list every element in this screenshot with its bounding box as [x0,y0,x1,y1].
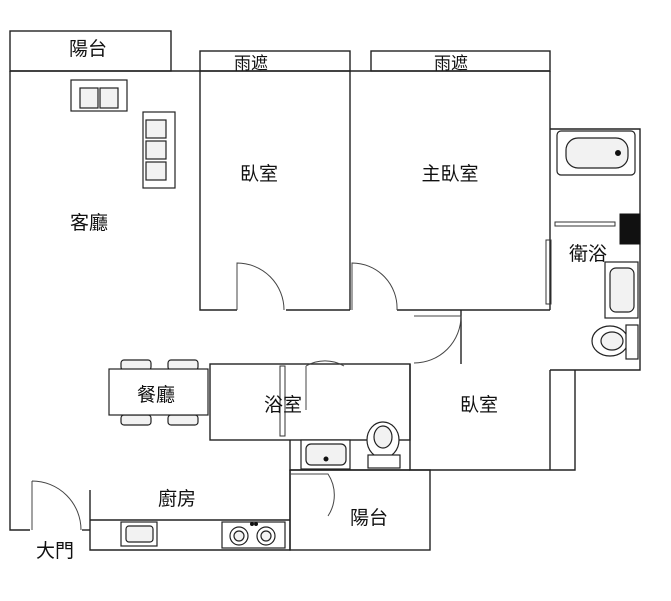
label-main-door: 大門 [36,540,74,562]
balcony-bottom-outline [289,469,431,551]
room-labels: 陽台 雨遮 雨遮 客廳 臥室 主臥室 衛浴 餐廳 浴室 臥室 廚房 陽台 大門 [36,38,607,562]
rain-shelter-1-outline [199,50,351,72]
toilet-tank [367,454,401,469]
sink-basin [609,267,635,313]
bathroom1-door [305,360,345,410]
knob-icon [254,522,258,526]
master-door [351,262,398,311]
sofa-seat-2 [145,140,167,160]
armchair-cushion-left [79,87,99,109]
toilet-tank [625,324,639,360]
walls [9,30,641,551]
living-left-wall [9,71,30,531]
burner-inner [233,530,245,542]
toilet-bowl [373,425,393,449]
main-door-swing [31,480,82,531]
label-bathroom-1: 浴室 [264,394,302,416]
burner-inner [260,530,272,542]
sofa-seat-3 [145,161,167,181]
balcony-door [290,473,335,517]
bathtub-drain-icon [615,150,621,156]
doors [31,221,616,531]
label-kitchen: 廚房 [158,487,196,510]
label-living-room: 客廳 [70,212,108,234]
label-bathroom-2: 衛浴 [569,243,607,265]
sofa-seat-1 [145,119,167,139]
toilet-bowl [600,331,624,351]
kitchen-sink-basin [125,525,154,543]
label-balcony-top: 陽台 [69,38,107,60]
ensuite-bar [554,221,616,227]
bathroom2-outline [550,128,641,371]
ensuite-door-frame [545,239,552,305]
water-heater-icon [619,213,641,245]
armchair-cushion-right [99,87,119,109]
faucet-icon [323,456,329,462]
label-master-bedroom: 主臥室 [421,163,478,185]
bathtub-inner [565,137,629,169]
bathroom1-door-frame [279,365,286,437]
furniture [70,79,641,549]
label-dining-room: 餐廳 [137,384,175,406]
label-bedroom-2: 臥室 [460,394,498,416]
chair-icon [120,414,152,426]
chair-icon [167,414,199,426]
label-rain-shelter-2: 雨遮 [434,54,468,74]
bedroom1-door [236,262,285,311]
sink-basin [305,443,347,466]
bedroom2-door [413,315,462,364]
label-balcony-bottom: 陽台 [350,507,388,529]
label-rain-shelter-1: 雨遮 [234,54,268,74]
bedroom1-wall-left [199,71,237,311]
dining-table-icon [108,368,209,416]
label-bedroom-1: 臥室 [240,163,278,185]
knob-icon [250,522,254,526]
